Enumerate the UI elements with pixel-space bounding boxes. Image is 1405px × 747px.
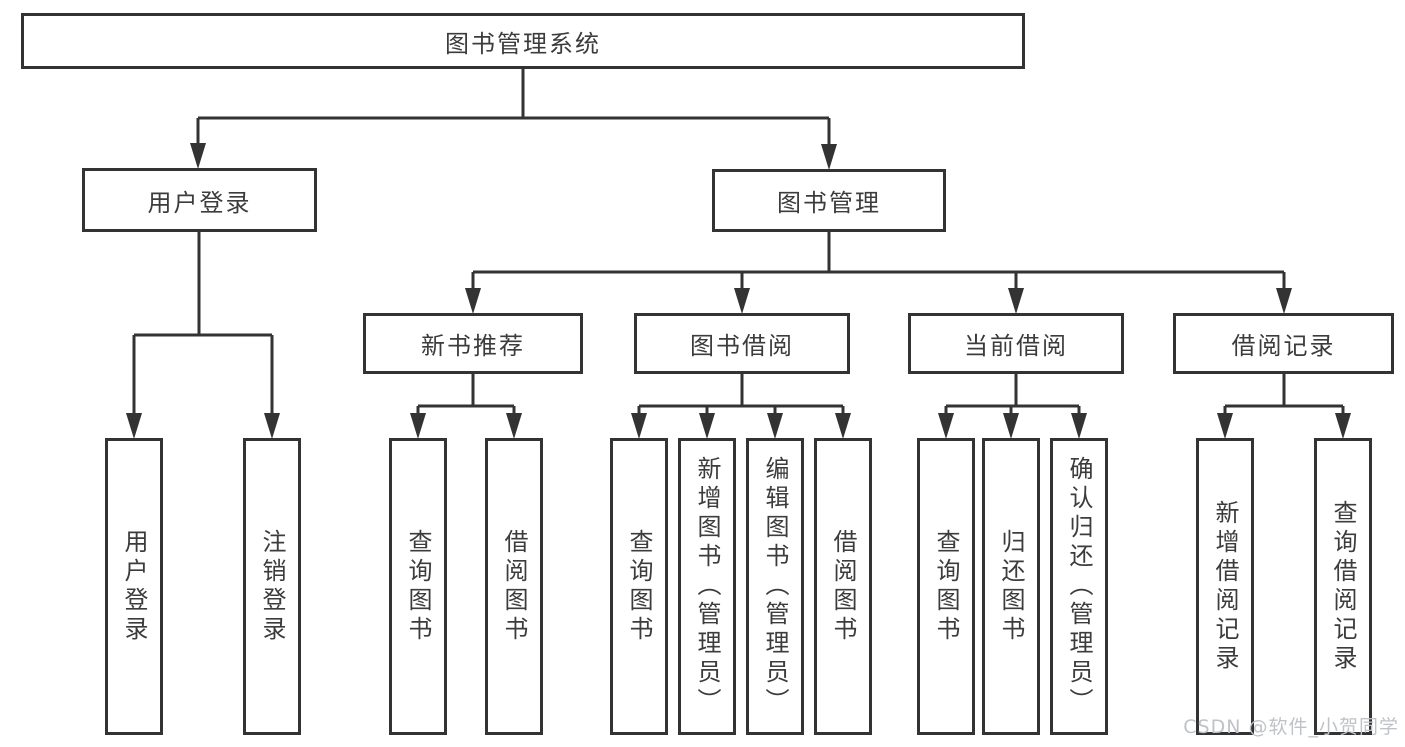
leaf-user-login-label: 用户登录 — [120, 528, 148, 645]
node-new-book-recommendation: 新书推荐 — [363, 313, 583, 374]
node-user-login: 用户登录 — [82, 168, 317, 232]
leaf-query-books-3: 查询图书 — [917, 438, 975, 735]
leaf-edit-books-admin-label: 编辑图书（管理员） — [761, 456, 789, 717]
node-book-management-label: 图书管理 — [777, 189, 881, 217]
leaf-confirm-return-admin: 确认归还（管理员） — [1050, 438, 1108, 735]
leaf-query-borrow-record: 查询借阅记录 — [1314, 438, 1372, 735]
leaf-return-books: 归还图书 — [982, 438, 1040, 735]
leaf-logout: 注销登录 — [243, 438, 301, 735]
node-current-borrowing: 当前借阅 — [908, 313, 1124, 374]
node-book-borrowing-label: 图书借阅 — [690, 332, 794, 360]
leaf-query-borrow-record-label: 查询借阅记录 — [1329, 499, 1357, 674]
leaf-add-books-admin: 新增图书（管理员） — [678, 438, 736, 735]
node-borrowing-records: 借阅记录 — [1173, 313, 1394, 374]
leaf-query-books-2: 查询图书 — [610, 438, 668, 735]
leaf-add-books-admin-label: 新增图书（管理员） — [693, 456, 721, 717]
node-current-borrowing-label: 当前借阅 — [964, 332, 1068, 360]
leaf-query-books-3-label: 查询图书 — [932, 528, 960, 645]
leaf-confirm-return-admin-label: 确认归还（管理员） — [1065, 456, 1093, 717]
leaf-query-books-1-label: 查询图书 — [404, 528, 432, 645]
leaf-query-books-1: 查询图书 — [389, 438, 447, 735]
leaf-return-books-label: 归还图书 — [997, 528, 1025, 645]
node-new-book-recommendation-label: 新书推荐 — [421, 332, 525, 360]
node-root-label: 图书管理系统 — [445, 29, 601, 58]
leaf-borrow-books-1-label: 借阅图书 — [500, 528, 528, 645]
node-book-borrowing: 图书借阅 — [634, 313, 850, 374]
leaf-borrow-books-1: 借阅图书 — [485, 438, 543, 735]
node-root: 图书管理系统 — [21, 13, 1025, 69]
leaf-borrow-books-2-label: 借阅图书 — [829, 528, 857, 645]
watermark: CSDN @软件_小贺同学 — [1183, 716, 1399, 738]
node-book-management: 图书管理 — [712, 169, 946, 232]
leaf-logout-label: 注销登录 — [258, 528, 286, 645]
leaf-query-books-2-label: 查询图书 — [625, 528, 653, 645]
leaf-add-borrow-record-label: 新增借阅记录 — [1211, 499, 1239, 674]
leaf-add-borrow-record: 新增借阅记录 — [1196, 438, 1254, 735]
node-borrowing-records-label: 借阅记录 — [1231, 332, 1336, 360]
leaf-user-login: 用户登录 — [105, 438, 163, 735]
node-user-login-label: 用户登录 — [147, 188, 252, 217]
leaf-borrow-books-2: 借阅图书 — [814, 438, 872, 735]
leaf-edit-books-admin: 编辑图书（管理员） — [746, 438, 804, 735]
